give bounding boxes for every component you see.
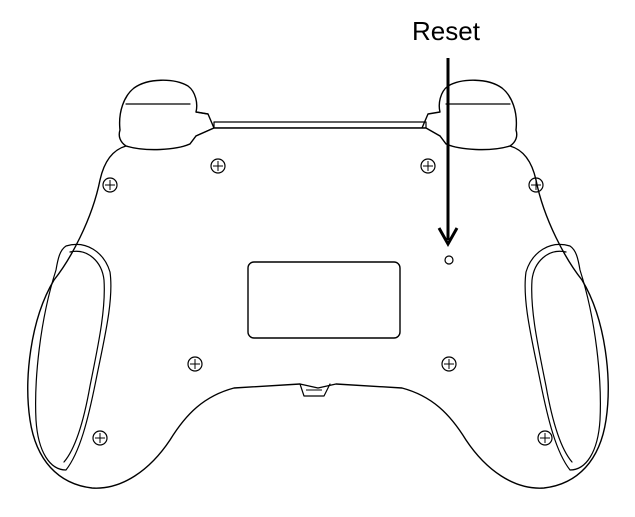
screw-icon — [420, 158, 436, 174]
reset-pinhole-icon[interactable] — [444, 255, 454, 265]
label-panel — [247, 261, 401, 339]
screw-icon — [537, 430, 553, 446]
screw-icon — [528, 177, 544, 193]
screw-icon — [92, 430, 108, 446]
screw-icon — [210, 158, 226, 174]
arrow-down-icon — [437, 58, 459, 248]
bottom-clip — [299, 383, 331, 397]
screw-icon — [187, 356, 203, 372]
right-grip — [524, 243, 601, 471]
screw-icon — [441, 356, 457, 372]
left-grip — [35, 243, 112, 471]
reset-label: Reset — [412, 16, 480, 46]
screw-icon — [102, 177, 118, 193]
